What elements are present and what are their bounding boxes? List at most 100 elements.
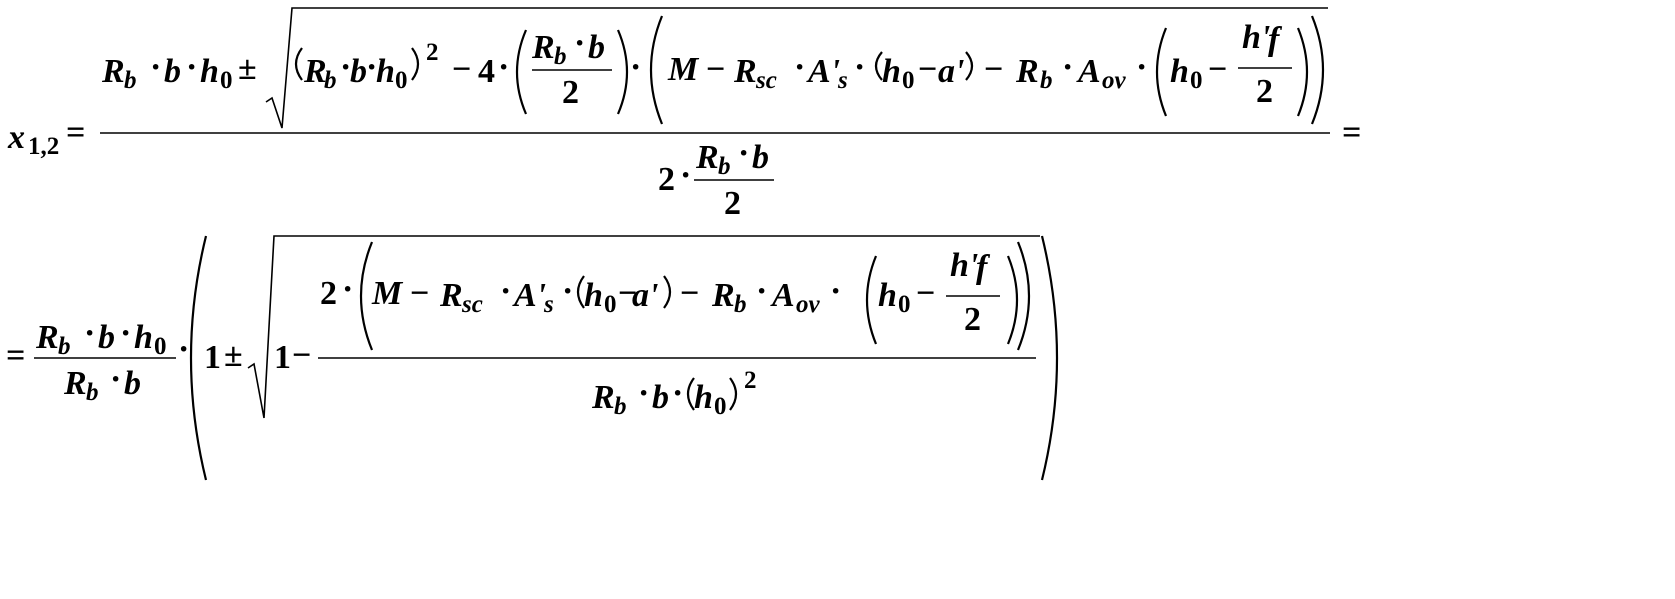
eq2-num-dot-1: · <box>84 315 95 352</box>
num-R: R <box>101 53 125 90</box>
den-R-sub: b <box>718 153 731 180</box>
paren-close-hf <box>1296 27 1309 117</box>
in-Rb: R <box>711 277 735 314</box>
lhs-x: x <box>7 119 25 156</box>
in-den-R-sub: b <box>614 393 627 420</box>
in-Aov-sub: ov <box>796 291 821 318</box>
in-hf-zero: 0 <box>898 291 911 318</box>
in-den-paren-open <box>686 377 695 411</box>
br-Aov: A <box>1076 53 1101 90</box>
in-As: A' <box>512 277 546 314</box>
in-As-sub: s <box>543 291 554 318</box>
in-minus-4: − <box>916 275 935 312</box>
eq2-dot-outer: · <box>178 331 189 368</box>
br-minus-1: − <box>706 51 725 88</box>
rad-square: 2 <box>426 39 439 66</box>
den-den: 2 <box>724 185 741 222</box>
den-dot-2: · <box>738 135 749 172</box>
in-den-b: b <box>652 379 669 416</box>
eq2-equals: = <box>6 337 25 374</box>
eq2-den-dot: · <box>110 361 121 398</box>
br-aprime: a' <box>938 53 964 90</box>
in-Rsc: R <box>439 277 463 314</box>
eq2-num-R-sub: b <box>58 333 71 360</box>
in-minus-2: − <box>618 275 637 312</box>
br-Rb: R <box>1015 53 1039 90</box>
eq2-den-b: b <box>124 365 141 402</box>
paren-open-hf <box>1155 27 1168 117</box>
num-b: b <box>164 53 181 90</box>
eq2-paren-open-outer <box>189 235 208 481</box>
br-h0-zero: 0 <box>902 67 915 94</box>
rad-R-sub: b <box>324 67 337 94</box>
half-den: 2 <box>562 74 579 111</box>
num-h: h <box>200 53 219 90</box>
rad-dot-1: · <box>340 49 351 86</box>
in-hf-f: f <box>976 249 991 286</box>
in-Rsc-sub: sc <box>461 291 483 318</box>
br-hf-zero: 0 <box>1190 67 1203 94</box>
in-paren-close-h0a <box>663 275 672 309</box>
in-dot-0: · <box>342 271 353 308</box>
in-Rb-sub: b <box>734 291 747 318</box>
den-b: b <box>752 139 769 176</box>
den-two: 2 <box>658 161 675 198</box>
trailing-equals: = <box>1342 114 1361 151</box>
rad-h-zero: 0 <box>395 67 408 94</box>
equation-1: x 1,2 = R b · b · h 0 ± R b · b · h 0 2 … <box>7 7 1361 222</box>
br-M: M <box>667 51 700 88</box>
br-As: A' <box>806 53 840 90</box>
in-Aov: A <box>770 277 795 314</box>
eq2-num-R: R <box>35 319 59 356</box>
eq2-den-R-sub: b <box>86 379 99 406</box>
paren-open-half <box>515 29 528 115</box>
radical-sign-2 <box>247 235 1040 419</box>
in-dot-2: · <box>562 273 573 310</box>
br-minus-3: − <box>984 51 1003 88</box>
in-den-paren-close <box>729 377 738 411</box>
half-R: R <box>531 29 555 66</box>
br-hf-f: f <box>1268 21 1283 58</box>
in-den-R: R <box>591 379 615 416</box>
rad-minus: − <box>452 51 471 88</box>
paren-open-sq <box>294 47 303 81</box>
in-paren-open-h0a <box>576 275 585 309</box>
in-dot-1: · <box>500 273 511 310</box>
br-h0-h: h <box>882 53 901 90</box>
in-hf-num: h' <box>950 247 978 284</box>
in-den-h: h <box>694 379 713 416</box>
in-minus-1: − <box>410 275 429 312</box>
rad-dot-2: · <box>366 49 377 86</box>
in-paren-open-hf <box>865 255 878 345</box>
in-paren-close-hf <box>1006 255 1019 345</box>
in-dot-3: · <box>756 273 767 310</box>
num-h-zero: 0 <box>220 67 233 94</box>
eq2-plusminus: ± <box>224 337 243 374</box>
lhs-subscript: 1,2 <box>28 133 59 160</box>
eq2-one-inner: 1 <box>274 339 291 376</box>
in-den-dot-2: · <box>672 375 683 412</box>
br-dot-2: · <box>854 49 865 86</box>
in-h0-zero: 0 <box>604 291 617 318</box>
rad-h: h <box>376 53 395 90</box>
paren-open-big <box>649 15 664 125</box>
in-den-dot-1: · <box>638 375 649 412</box>
num-dot-2: · <box>186 49 197 86</box>
in-minus-3: − <box>680 275 699 312</box>
eq2-num-b: b <box>98 319 115 356</box>
eq2-den-R: R <box>63 365 87 402</box>
br-As-sub: s <box>837 67 848 94</box>
half-b: b <box>588 29 605 66</box>
in-h0-h: h <box>584 277 603 314</box>
eq2-num-h: h <box>134 319 153 356</box>
rad-b: b <box>350 53 367 90</box>
in-paren-open-big <box>359 241 374 351</box>
eq2-minus: − <box>292 337 311 374</box>
paren-close-sq <box>411 47 420 81</box>
br-hf-num: h' <box>1242 19 1270 56</box>
in-hf-h: h <box>878 277 897 314</box>
den-dot: · <box>680 157 691 194</box>
eq2-num-dot-2: · <box>120 315 131 352</box>
br-Rb-sub: b <box>1040 67 1053 94</box>
half-dot: · <box>574 25 585 62</box>
